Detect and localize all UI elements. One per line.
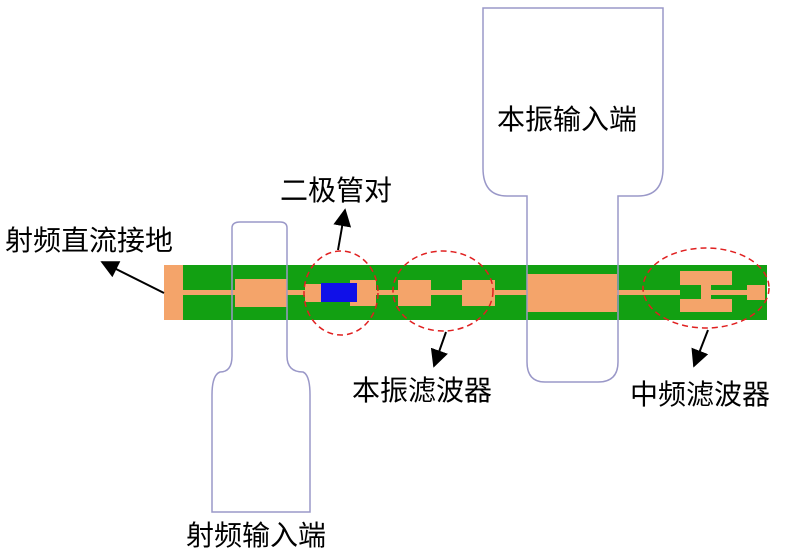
lo-waveguide-outline: [482, 7, 664, 383]
trace: [495, 290, 527, 295]
waveguide-wall-lines: [231, 265, 619, 320]
trace: [711, 290, 747, 295]
diode-pair-chip: [321, 283, 357, 302]
label-diode-pair: 二极管对: [280, 174, 392, 207]
if-filter-lower-bar: [680, 299, 732, 312]
if-filter-stub: [701, 285, 711, 301]
trace: [183, 290, 235, 295]
label-lo-input: 本振输入端: [497, 103, 637, 136]
arrow-to-diode: [333, 208, 352, 251]
dc-ground-pad: [164, 265, 183, 320]
arrow-dc-ground: [100, 261, 165, 294]
arrow-lo-filter: [430, 331, 448, 368]
lo-filter-section-2: [462, 280, 495, 306]
trace: [617, 290, 680, 295]
label-rf-dc-ground: 射频直流接地: [5, 224, 173, 257]
if-filter-circle: [642, 247, 770, 329]
if-filter-upper-bar: [680, 271, 732, 285]
label-lo-filter: 本振滤波器: [352, 374, 492, 407]
lo-probe-pad: [527, 274, 617, 312]
trace: [287, 290, 305, 295]
rf-probe-pad: [235, 279, 287, 307]
label-if-filter: 中频滤波器: [630, 378, 770, 411]
diode-pair-circle: [303, 250, 379, 336]
diode-pad-left: [305, 284, 321, 302]
lo-filter-circle: [392, 250, 494, 332]
arrow-if-filter: [691, 329, 709, 368]
trace: [431, 290, 462, 295]
annotation-circles: [303, 247, 770, 336]
rf-waveguide-outline: [211, 221, 311, 513]
label-rf-input: 射频输入端: [186, 519, 326, 552]
trace: [376, 290, 398, 295]
pointer-arrows: [100, 208, 709, 368]
lo-filter-section-1: [398, 280, 431, 306]
if-filter-end-pad: [747, 285, 765, 300]
